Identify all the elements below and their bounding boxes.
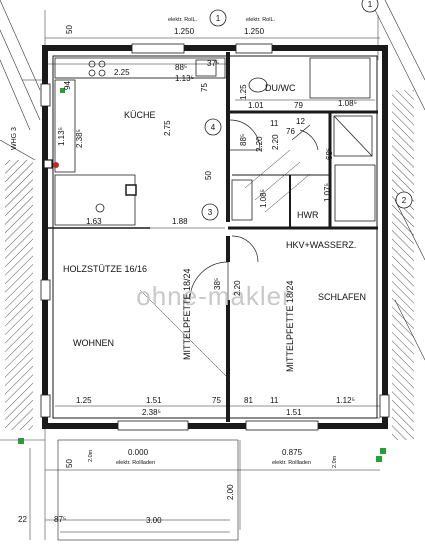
dim-108-vertical: 1.08⁵ bbox=[259, 189, 268, 208]
room-living-label: WOHNEN bbox=[73, 338, 114, 348]
dim-275: 2.75 bbox=[163, 120, 172, 136]
dim-112-bottom: 1.12⁵ bbox=[336, 396, 355, 405]
beam-label-right: MITTELPFETTE 18/24 bbox=[285, 280, 295, 372]
dim-0000: 0.000 bbox=[128, 448, 149, 457]
mid-dimensions: 1.13⁵ 2.38⁵ 2.75 88⁵ 2.20 2.20 11 76 12 … bbox=[57, 117, 334, 296]
dim-75-bottom: 75 bbox=[212, 396, 221, 405]
elektr-rolladen-right: elektr. RolL. bbox=[246, 17, 276, 23]
dim-37: 37⁵ bbox=[207, 59, 219, 68]
roof-hatching bbox=[0, 0, 425, 441]
dim-12: 12 bbox=[296, 117, 305, 126]
roof-lines bbox=[139, 149, 311, 381]
room-utility-label: HWR bbox=[297, 210, 319, 220]
dim-238-bottom: 2.38⁵ bbox=[142, 408, 161, 417]
dim-68: 68⁵ bbox=[325, 148, 334, 160]
section-marker-4 bbox=[204, 118, 222, 136]
marker-label-4: 4 bbox=[211, 123, 216, 132]
dim-81-bottom: 81 bbox=[244, 396, 253, 405]
dim-220-a: 2.20 bbox=[255, 136, 264, 152]
bottom-dimensions: 1.25 1.51 75 81 11 1.12⁵ 2.38⁵ 1.51 50 0… bbox=[18, 396, 355, 525]
elektr-rollladen-left: elektr. Rollladen bbox=[116, 460, 155, 466]
outer-walls bbox=[42, 45, 388, 429]
dim-1250-right: 1.250 bbox=[244, 27, 265, 36]
dim-113: 1.13⁵ bbox=[175, 74, 194, 83]
bathroom-fixtures bbox=[231, 57, 376, 222]
dim-75: 75 bbox=[200, 83, 209, 92]
terrace-outline bbox=[57, 439, 239, 541]
dim-300: 3.00 bbox=[146, 516, 162, 525]
dim-238-vertical: 2.38⁵ bbox=[75, 129, 84, 148]
dim-11-bottom: 11 bbox=[270, 396, 279, 405]
room-bedroom-label: SCHLAFEN bbox=[318, 292, 366, 302]
kitchen-counter bbox=[54, 57, 226, 226]
dim-22: 22 bbox=[18, 515, 27, 524]
side-label: WHG 3 bbox=[11, 127, 18, 150]
dim-0875: 0.875 bbox=[282, 448, 303, 457]
column bbox=[43, 159, 137, 196]
section-marker-3 bbox=[201, 203, 219, 221]
windows bbox=[40, 43, 390, 431]
doors bbox=[189, 119, 319, 301]
section-marker-1b bbox=[361, 0, 379, 13]
dim-220-c: 2.20 bbox=[233, 280, 242, 296]
section-marker-labels: 1 1 2 3 4 bbox=[208, 0, 407, 217]
dim-11: 11 bbox=[270, 119, 279, 128]
dim-188: 1.88 bbox=[172, 217, 188, 226]
room-heating-label: HKV+WASSERZ. bbox=[286, 240, 356, 250]
dim-79: 79 bbox=[294, 101, 303, 110]
dim-87: 87⁵ bbox=[54, 515, 66, 524]
dim-50-mid: 50 bbox=[204, 171, 213, 180]
section-markers bbox=[201, 0, 413, 221]
marker-label-1b: 1 bbox=[368, 0, 373, 9]
dim-225: 2.25 bbox=[114, 68, 130, 77]
dim-107: 1.07⁵ bbox=[323, 183, 332, 202]
elektr-rolladen-left: elektr. RolL. bbox=[168, 17, 198, 23]
dim-50-top: 50 bbox=[65, 25, 74, 34]
section-marker-1a bbox=[209, 9, 227, 27]
dim-1250-left: 1.250 bbox=[174, 27, 195, 36]
dim-125-vertical: 1.25 bbox=[239, 84, 248, 100]
status-markers bbox=[18, 88, 386, 462]
elektr-rollladen-right: elektr. Rollladen bbox=[272, 460, 311, 466]
beam-label-left: MITTELPFETTE 18/24 bbox=[182, 268, 192, 360]
dim-38: 38⁵ bbox=[213, 278, 222, 290]
dim-200: 2.00 bbox=[226, 484, 235, 500]
dim-88-vertical: 88⁵ bbox=[239, 134, 248, 146]
room-bath-label: DU/WC bbox=[265, 83, 296, 93]
dim-2m-right: 2.0m bbox=[332, 455, 338, 468]
section-marker-2 bbox=[395, 191, 413, 209]
column-label: HOLZSTÜTZE 16/16 bbox=[63, 264, 147, 274]
dim-2m-left: 2.0m bbox=[88, 449, 94, 462]
dim-125-bottom: 1.25 bbox=[76, 396, 92, 405]
marker-label-1a: 1 bbox=[216, 14, 221, 23]
dim-151-bottom-a: 1.51 bbox=[146, 396, 162, 405]
dim-101: 1.01 bbox=[248, 101, 264, 110]
dim-94: 94 bbox=[63, 81, 72, 90]
interior-walls bbox=[48, 52, 378, 422]
dim-108: 1.08⁵ bbox=[338, 99, 357, 108]
dim-76: 76 bbox=[286, 127, 295, 136]
dim-151-bottom-b: 1.51 bbox=[286, 408, 302, 417]
marker-label-3: 3 bbox=[208, 208, 213, 217]
marker-label-2: 2 bbox=[402, 196, 407, 205]
top-dimensions: 50 elektr. RolL. elektr. RolL. 1.250 1.2… bbox=[63, 17, 357, 110]
dim-163: 1.63 bbox=[86, 217, 102, 226]
dim-50-bottom: 50 bbox=[65, 459, 74, 468]
dim-88: 88⁵ bbox=[175, 63, 187, 72]
dim-113-vertical: 1.13⁵ bbox=[57, 127, 66, 146]
watermark: ohne-makler bbox=[136, 281, 292, 311]
dim-220-b: 2.20 bbox=[271, 134, 280, 150]
room-kitchen-label: KÜCHE bbox=[124, 110, 156, 120]
